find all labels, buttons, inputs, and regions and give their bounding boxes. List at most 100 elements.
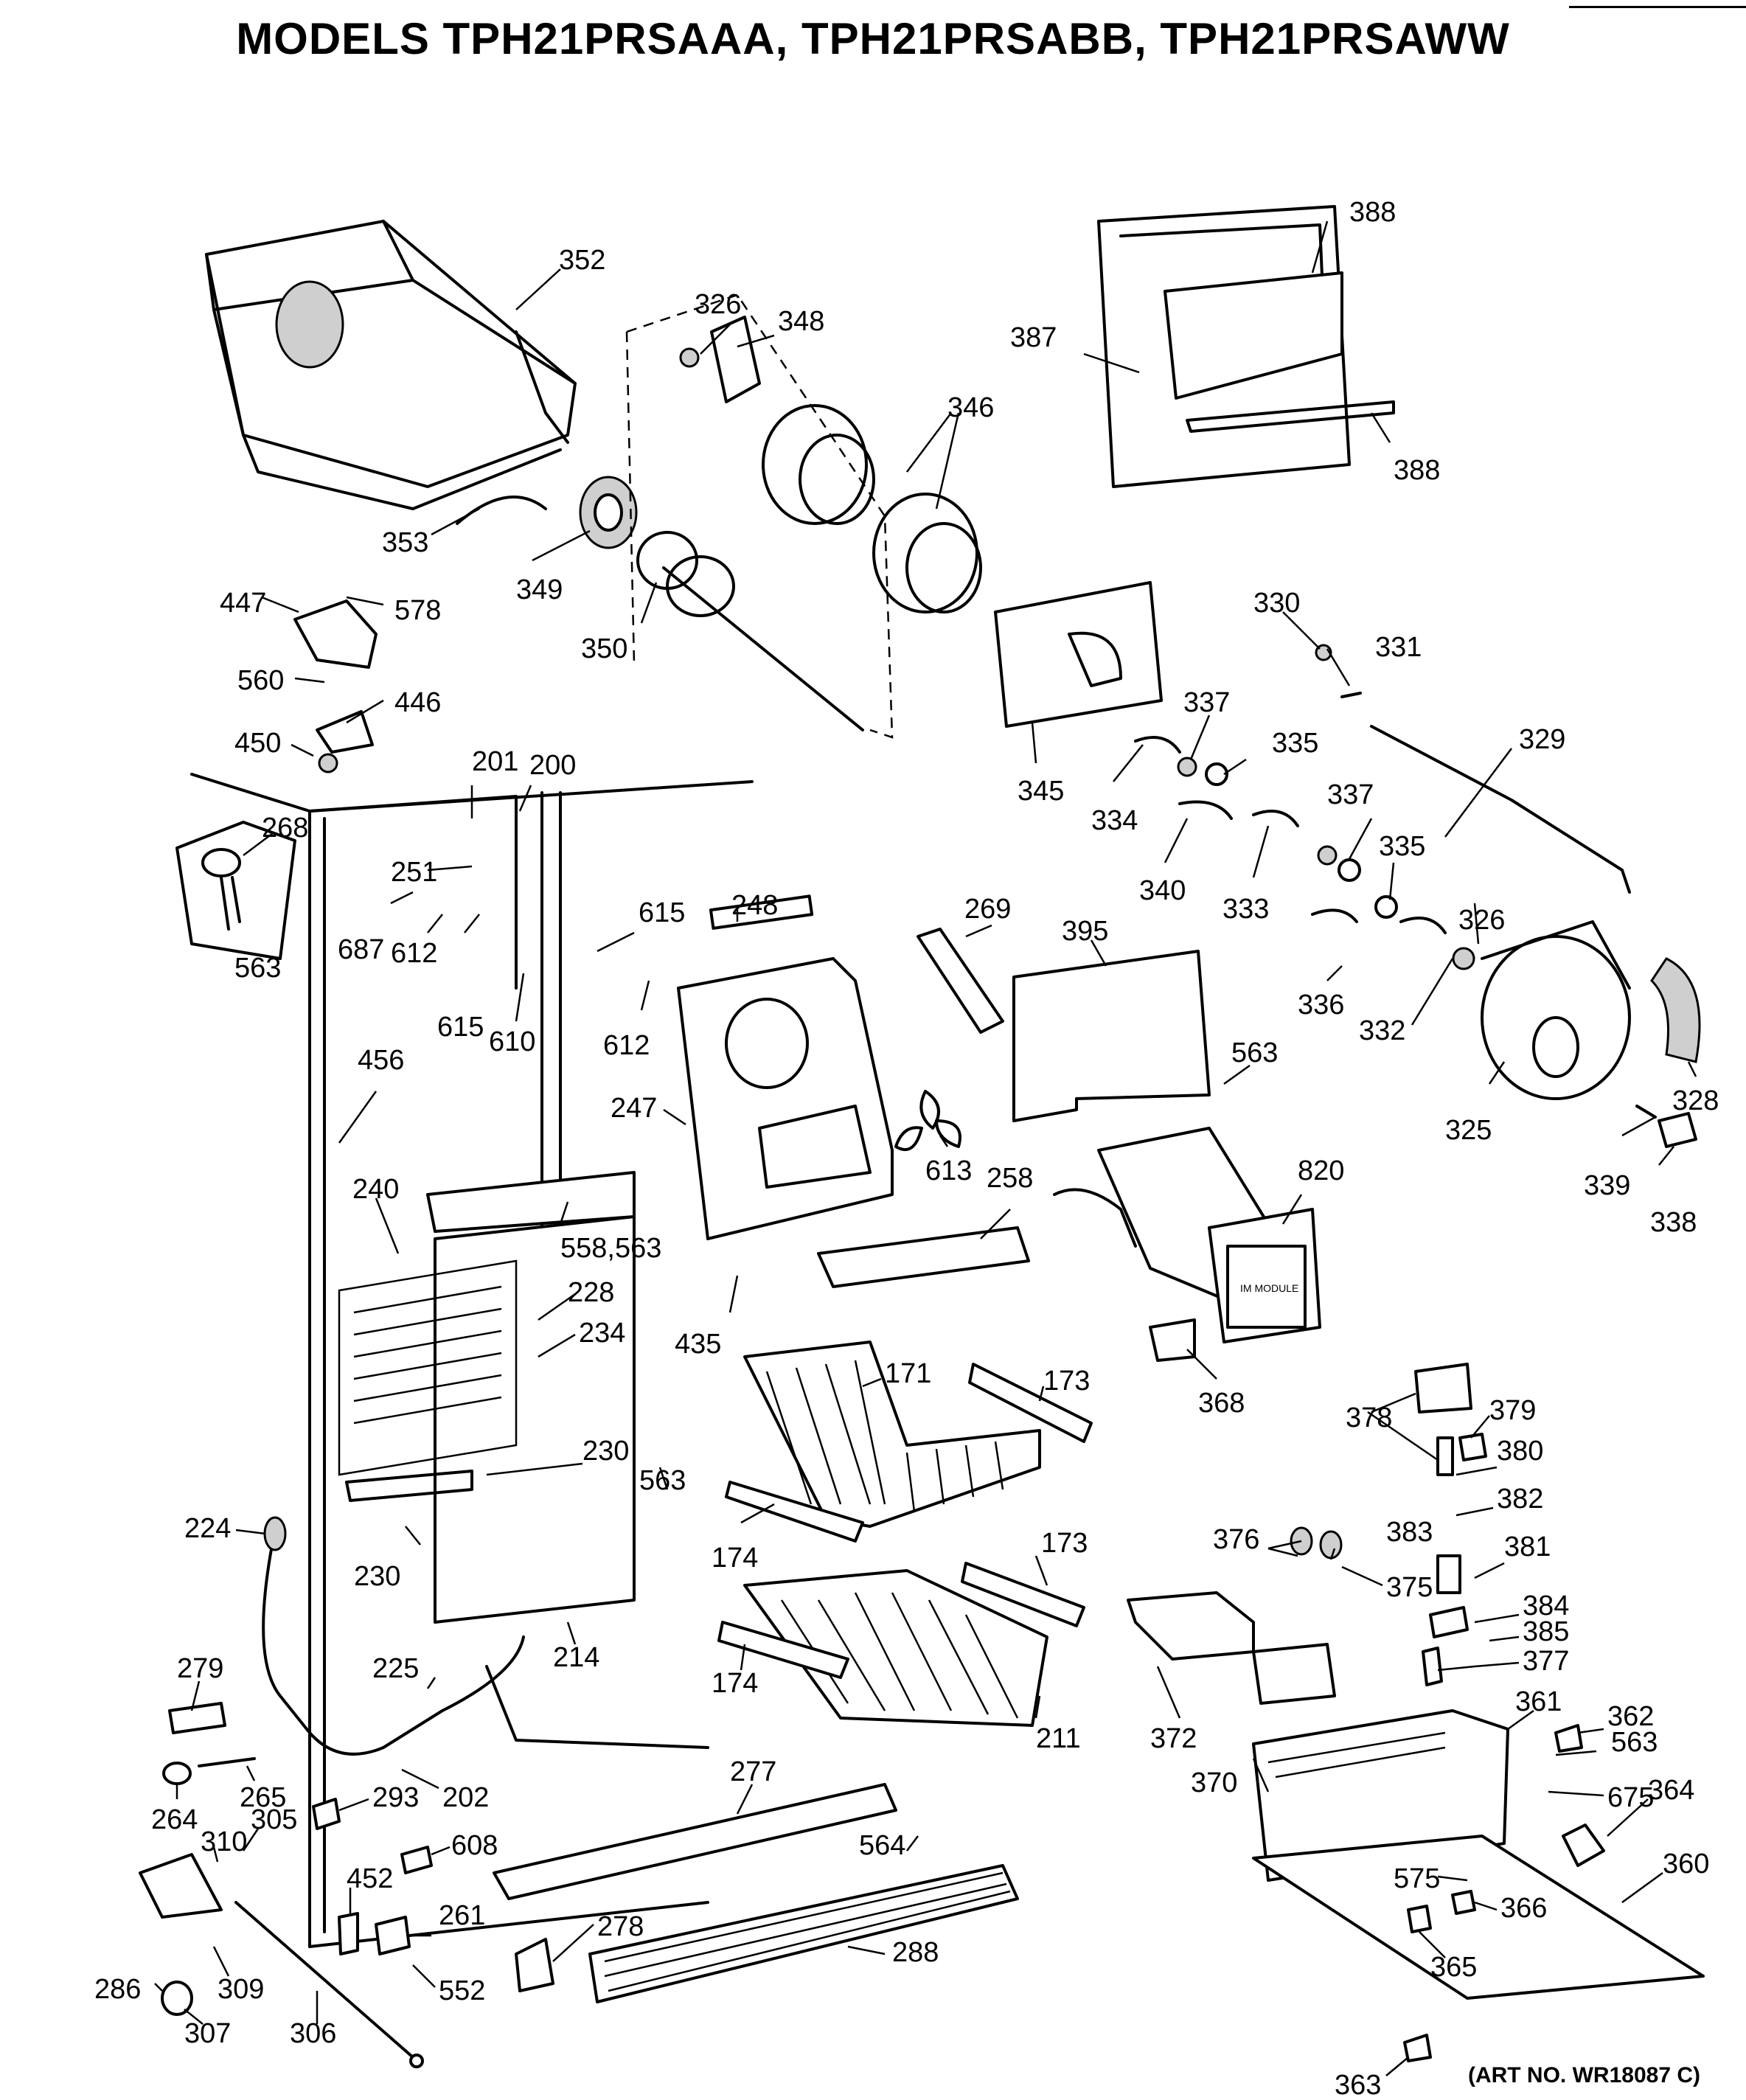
part-label: 395 — [1062, 916, 1108, 947]
bracket-286-part — [139, 1853, 223, 1919]
part-label: 214 — [553, 1642, 599, 1673]
part-label: 381 — [1504, 1531, 1551, 1562]
part-label: 382 — [1497, 1484, 1543, 1515]
part-label: 251 — [391, 857, 437, 888]
part-label: 240 — [352, 1174, 399, 1205]
art-number: (ART NO. WR18087 C) — [1467, 2063, 1700, 2087]
part-label: 608 — [451, 1830, 498, 1861]
part-label: 353 — [382, 527, 428, 558]
header-rule — [1569, 6, 1746, 8]
part-label: 384 — [1523, 1590, 1569, 1621]
part-label: 563 — [1611, 1727, 1658, 1758]
module-label: IM MODULE — [1240, 1282, 1298, 1294]
part-label: 278 — [597, 1911, 644, 1942]
part-label: 211 — [1036, 1723, 1081, 1754]
part-label: 552 — [439, 1975, 485, 2006]
part-label: 307 — [184, 2018, 231, 2049]
page-title: MODELS TPH21PRSAAA, TPH21PRSABB, TPH21PR… — [236, 14, 1510, 63]
part-label: 563 — [1231, 1037, 1278, 1068]
cap-379-part — [1458, 1433, 1487, 1461]
part-label: 613 — [925, 1155, 972, 1186]
part-number-labels: 352 326 348 388 387 346 388 353 349 350 … — [94, 197, 1719, 2100]
cover-447-part — [293, 599, 378, 669]
part-label: 612 — [391, 938, 437, 969]
bracket-452-part — [338, 1912, 359, 1955]
evaporator-part — [338, 1171, 636, 1624]
part-label: 202 — [442, 1782, 489, 1813]
part-label: 224 — [184, 1513, 231, 1544]
part-label: 575 — [1394, 1863, 1440, 1894]
part-label: 174 — [712, 1668, 758, 1699]
part-label: 337 — [1327, 779, 1374, 810]
auger-motor-part — [1481, 920, 1701, 1148]
part-label: 340 — [1139, 875, 1186, 906]
part-label: 352 — [559, 245, 605, 276]
part-label: 364 — [1648, 1775, 1694, 1806]
part-label: 612 — [603, 1030, 650, 1061]
part-label: 268 — [262, 813, 308, 844]
part-label: 379 — [1489, 1395, 1536, 1426]
part-label: 615 — [639, 897, 685, 928]
panel-395-part — [1012, 950, 1211, 1122]
rail-277-part — [493, 1783, 897, 1900]
part-label: 200 — [529, 750, 576, 781]
plunger-380-part — [1436, 1436, 1454, 1476]
part-label: 329 — [1519, 724, 1565, 755]
part-label: 331 — [1375, 632, 1422, 663]
part-label: 330 — [1253, 588, 1300, 619]
part-label: 305 — [251, 1804, 297, 1835]
part-label: 339 — [1584, 1170, 1630, 1201]
part-label: 370 — [1191, 1767, 1237, 1798]
part-label: 230 — [354, 1561, 400, 1592]
part-label: 333 — [1222, 894, 1269, 925]
part-label: 228 — [568, 1277, 614, 1308]
part-label: 348 — [778, 306, 824, 337]
part-label: 345 — [1018, 776, 1064, 807]
part-label: 325 — [1445, 1115, 1492, 1146]
part-label: 261 — [439, 1900, 485, 1931]
part-label: 447 — [220, 588, 266, 619]
part-label: 578 — [394, 595, 441, 626]
part-label: 564 — [859, 1830, 905, 1861]
part-label: 615 — [437, 1012, 484, 1043]
part-label: 377 — [1523, 1646, 1569, 1677]
part-label: 687 — [338, 934, 384, 965]
part-label: 277 — [730, 1756, 776, 1787]
clip-377-part — [1422, 1647, 1443, 1686]
fill-tube-part — [262, 1540, 525, 1756]
part-label: 309 — [218, 1974, 264, 2005]
part-label: 326 — [1458, 905, 1505, 936]
block-384-part — [1429, 1606, 1469, 1638]
part-label: 385 — [1523, 1616, 1569, 1647]
part-label: 247 — [611, 1093, 657, 1124]
part-label: 234 — [579, 1318, 625, 1349]
timer-370-part — [1252, 1643, 1336, 1705]
part-label: 361 — [1515, 1686, 1562, 1717]
bracket-446-part — [316, 710, 374, 754]
part-label: 563 — [639, 1465, 686, 1496]
roller-278-part — [515, 1938, 554, 1992]
part-label: 173 — [1043, 1366, 1090, 1397]
part-label: 338 — [1650, 1207, 1697, 1238]
part-label: 380 — [1497, 1436, 1543, 1467]
part-label: 269 — [964, 894, 1011, 925]
connector-375-part — [1319, 1530, 1343, 1560]
part-label: 388 — [1349, 197, 1396, 228]
part-label: 286 — [94, 1974, 141, 2005]
part-label: 288 — [892, 1937, 939, 1968]
part-label: 230 — [582, 1436, 629, 1467]
part-label: 264 — [151, 1804, 198, 1835]
clip-363-part — [1403, 2034, 1432, 2062]
linkage-parts — [1134, 644, 1631, 970]
part-label: 563 — [234, 953, 281, 984]
part-label: 446 — [394, 687, 441, 718]
part-label: 610 — [489, 1026, 535, 1057]
part-label: 279 — [177, 1653, 223, 1684]
light-socket-inset — [175, 821, 296, 960]
part-label: 225 — [372, 1653, 419, 1684]
rail-173-lower — [961, 1562, 1085, 1627]
part-label: 349 — [516, 574, 563, 605]
part-label: 350 — [581, 633, 627, 664]
dispenser-door-part — [1097, 205, 1395, 488]
